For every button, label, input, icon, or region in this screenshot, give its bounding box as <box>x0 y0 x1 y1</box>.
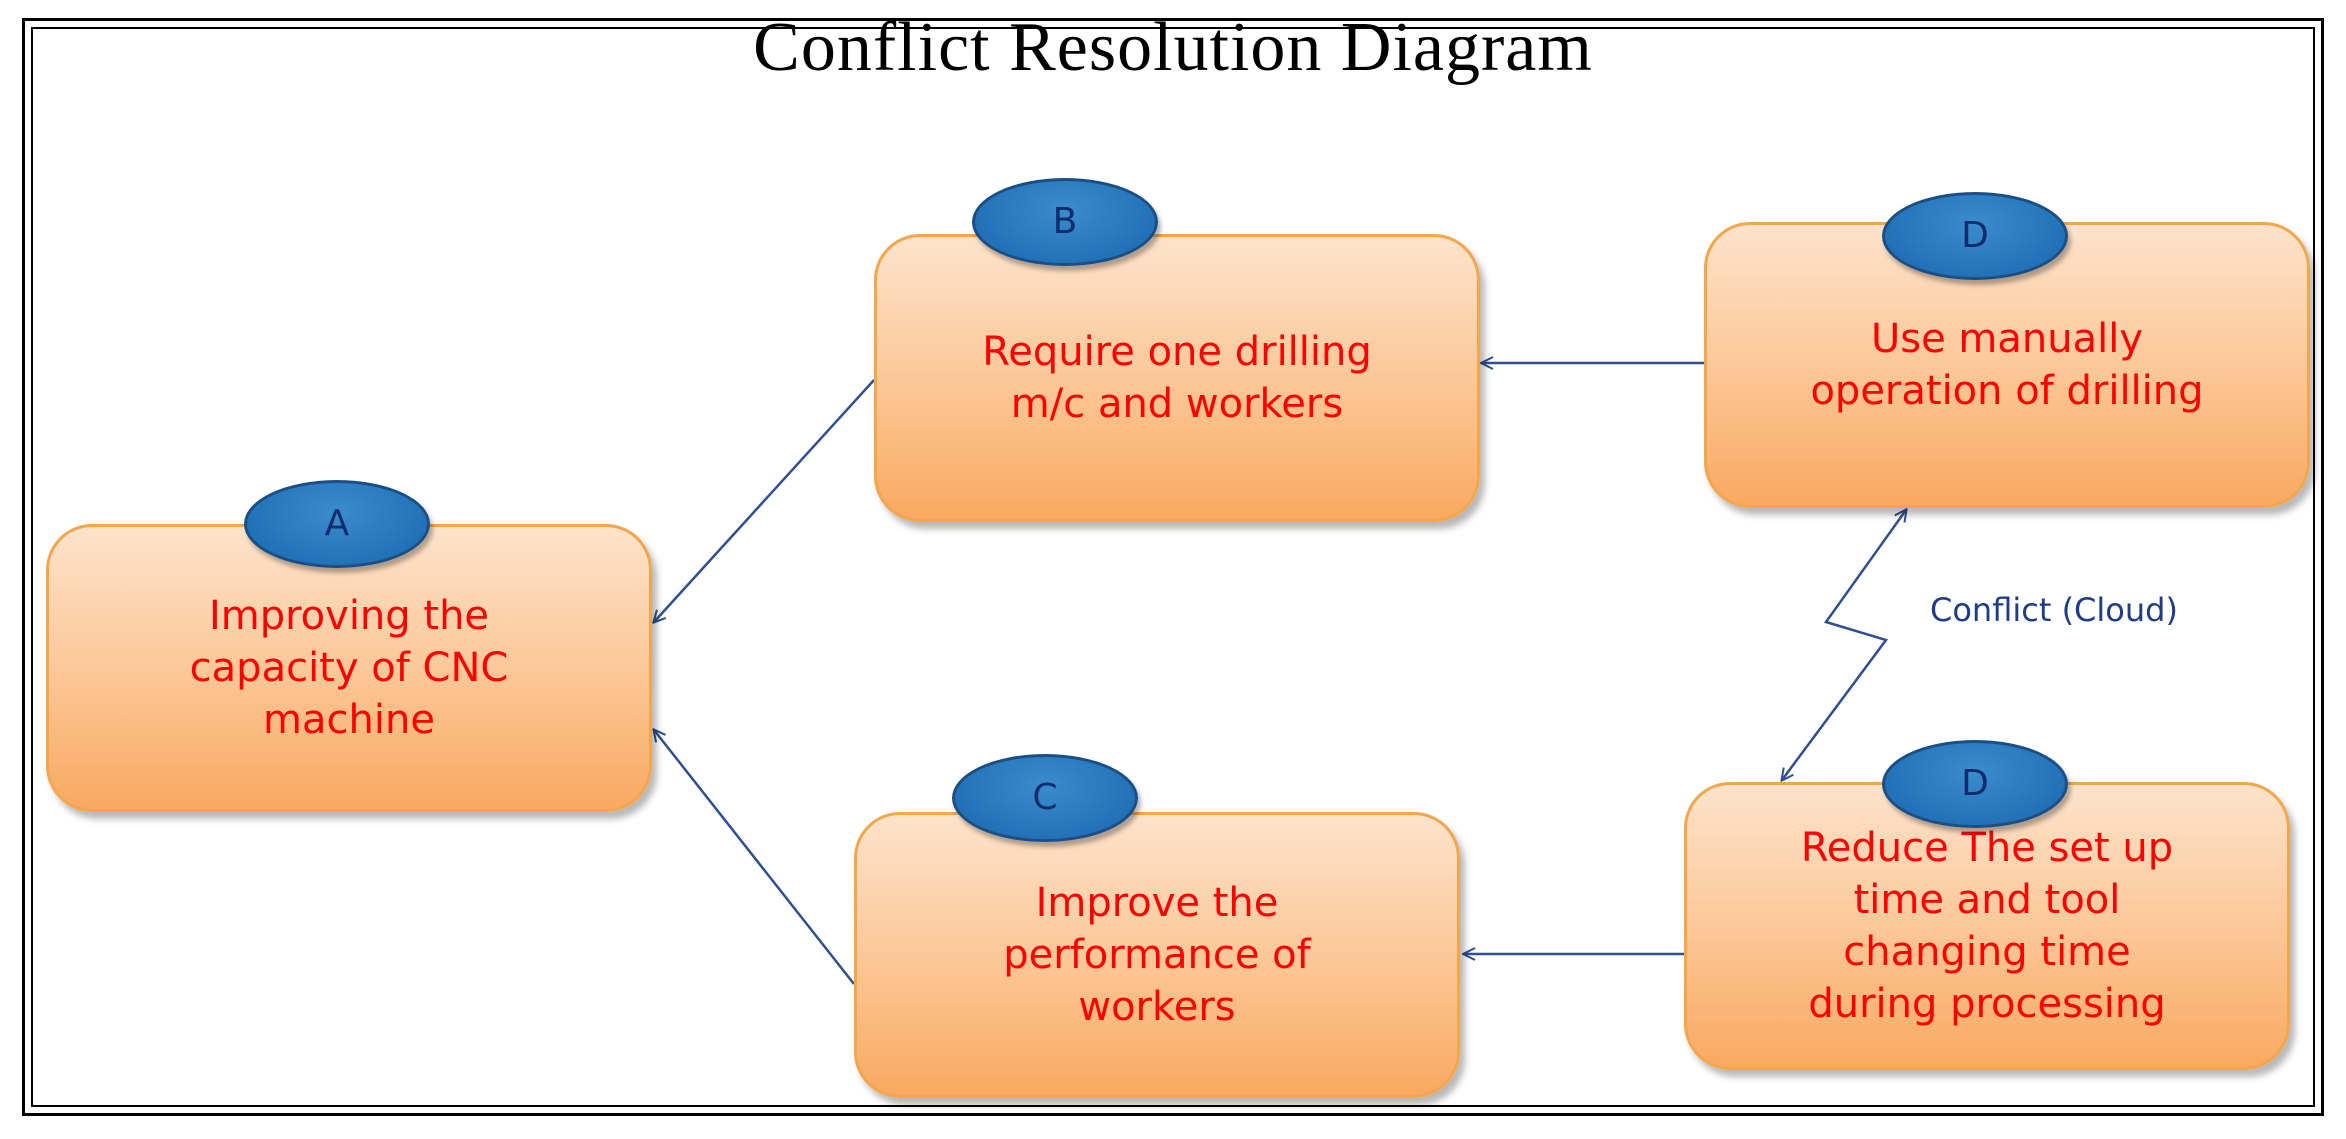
node-d1-badge: D <box>1882 192 2068 280</box>
conflict-label: Conflict (Cloud) <box>1930 591 2178 629</box>
node-d2-text: Reduce The set up time and tool changing… <box>1800 825 2174 1027</box>
diagram-title: Conflict Resolution Diagram <box>753 9 1593 86</box>
node-c-box: Improve the performance of workers <box>854 812 1460 1098</box>
node-b-badge: B <box>972 178 1158 266</box>
node-b-box: Require one drilling m/c and workers <box>874 234 1480 522</box>
node-d2-box: Reduce The set up time and tool changing… <box>1684 782 2290 1070</box>
node-c-text: Improve the performance of workers <box>1003 880 1311 1030</box>
conflict-zigzag-arrow <box>1782 510 1906 780</box>
node-d1-text: Use manually operation of drilling <box>1810 316 2204 414</box>
node-a-text: Improving the capacity of CNC machine <box>189 593 509 743</box>
arrow-b-to-a <box>654 379 875 622</box>
node-b-text: Require one drilling m/c and workers <box>982 329 1372 427</box>
node-c-badge: C <box>952 754 1138 842</box>
inner-frame <box>31 27 2315 1107</box>
node-a-badge: A <box>244 480 430 568</box>
node-d2-badge: D <box>1882 740 2068 828</box>
outer-frame <box>22 18 2324 1116</box>
node-d1-box: Use manually operation of drilling <box>1704 222 2310 508</box>
arrow-c-to-a <box>654 730 855 985</box>
